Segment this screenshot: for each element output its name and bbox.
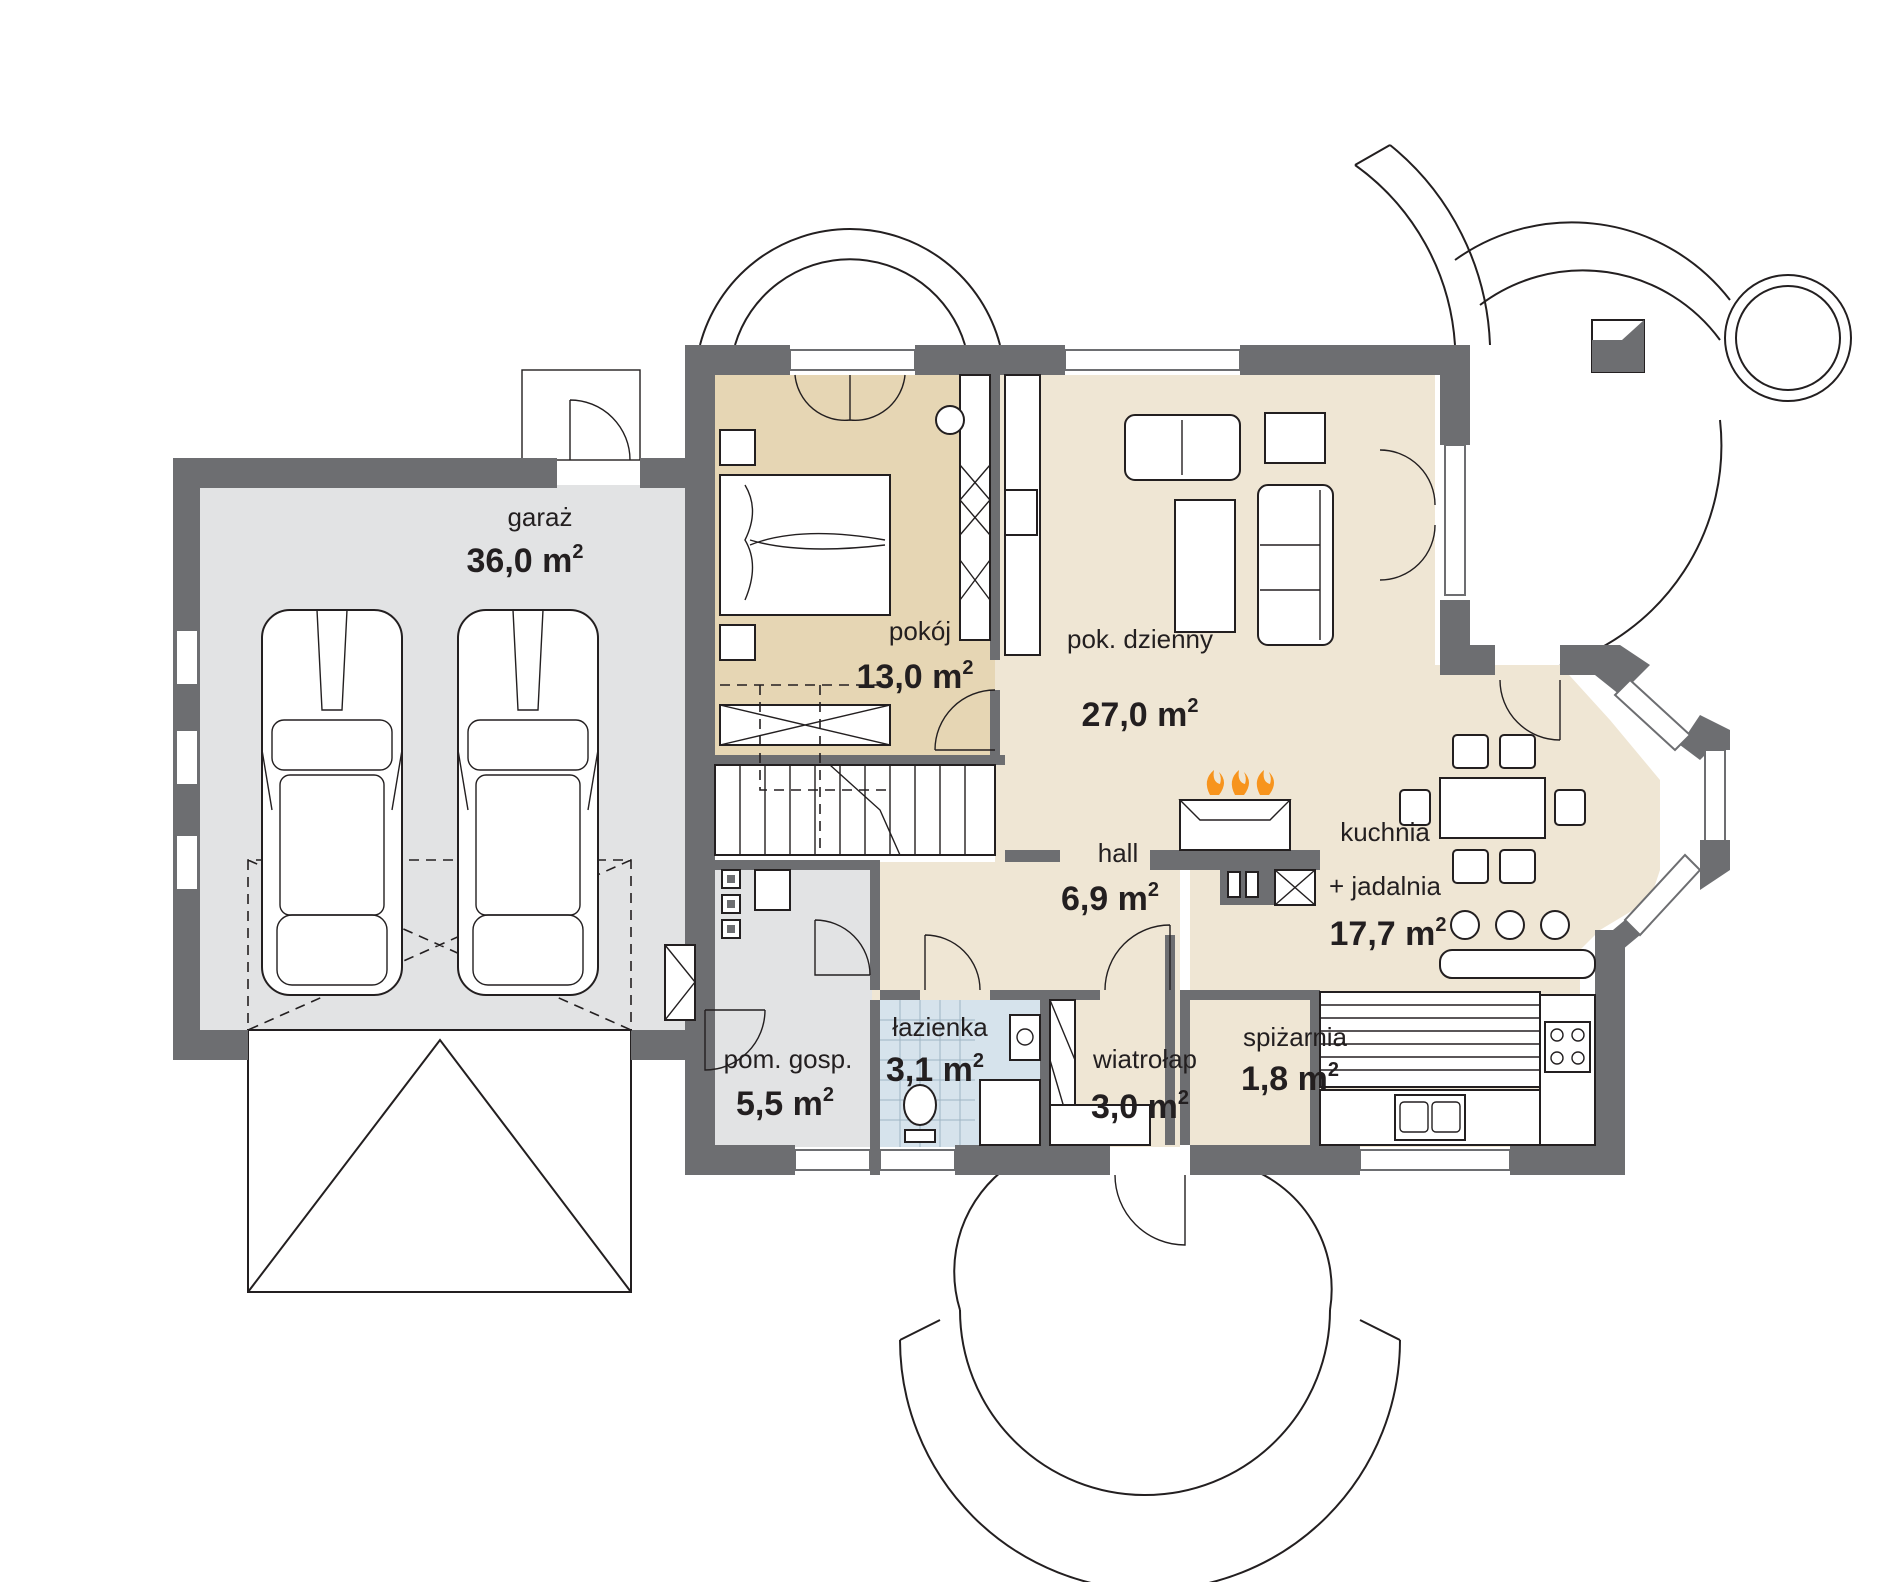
boiler	[721, 869, 791, 939]
carport-roof-lines	[247, 1038, 632, 1293]
room-labels: garaż 36,0 m2 pokój 13,0 m2 pok. dzienny…	[467, 502, 1447, 1126]
garden-terrace-arc-4	[1479, 269, 1721, 341]
room-area-hall: 6,9 m2	[1061, 879, 1159, 918]
front-terrace-inner-arc	[959, 1309, 1331, 1496]
door-swing-icon	[1104, 924, 1171, 991]
tv-cabinet	[1004, 374, 1041, 656]
room-name-wiatrolap: wiatrołap	[1092, 1044, 1197, 1074]
garden-terrace-arc-1	[1354, 164, 1456, 346]
coffee-table-icon	[1174, 499, 1236, 633]
walls	[173, 345, 1730, 1175]
room-area-garaz: 36,0 m2	[467, 541, 584, 580]
room-area-pokoj-dzienny: 27,0 m2	[1082, 695, 1199, 734]
door-swing-icon	[1379, 449, 1436, 581]
room-area-pokoj: 13,0 m2	[857, 657, 974, 696]
sofa-icon	[1257, 484, 1334, 646]
kitchen-counter	[1319, 910, 1596, 1146]
room-name-spizarnia: spiżarnia	[1243, 1022, 1348, 1052]
utility-cabinet	[664, 944, 696, 1021]
room-name-pom-gosp: pom. gosp.	[724, 1044, 853, 1074]
front-terrace-outer-arc	[899, 1339, 1401, 1582]
fireplace-icon	[1178, 770, 1316, 906]
door-swing-icon	[1499, 679, 1561, 741]
garden-round-element	[1724, 274, 1852, 402]
door-swing-icon	[569, 399, 631, 461]
toilet-icon	[903, 1084, 937, 1143]
stove-icon	[1544, 1021, 1591, 1073]
top-terrace-inner-arc	[734, 258, 966, 346]
room-name-pokoj-dzienny: pok. dzienny	[1067, 624, 1213, 654]
top-terrace-outer-arc	[699, 228, 1001, 346]
car-icon	[457, 609, 599, 996]
car-icon	[261, 609, 403, 996]
shower-icon	[979, 1079, 1041, 1146]
room-name-hall: hall	[1098, 838, 1138, 868]
room-name-kuchnia: kuchnia	[1340, 817, 1430, 847]
room-area-spizarnia: 1,8 m2	[1241, 1059, 1339, 1098]
sink-icon	[1394, 1094, 1466, 1141]
stairs-icon	[714, 684, 996, 856]
bed-icon	[719, 429, 891, 661]
door-swing-icon	[924, 934, 981, 991]
wardrobe-icon	[935, 374, 991, 641]
door-swing-icon	[794, 374, 906, 421]
room-name-jadalnia: + jadalnia	[1329, 871, 1442, 901]
side-porch	[521, 369, 641, 461]
room-name-pokoj: pokój	[889, 616, 951, 646]
room-area-pom-gosp: 5,5 m2	[736, 1084, 834, 1123]
dining-table-icon	[1439, 777, 1546, 839]
sink-icon	[1009, 1014, 1041, 1061]
garden-terrace-arc-2	[1389, 144, 1491, 346]
door-swing-icon	[814, 919, 871, 976]
carport-outline	[247, 1029, 632, 1293]
door-swing-icon	[704, 1009, 766, 1071]
pantry-shelves	[1049, 999, 1151, 1146]
door-swing-icon	[934, 689, 996, 751]
room-name-garaz: garaż	[507, 502, 572, 532]
room-area-kuchnia: 17,7 m2	[1330, 914, 1447, 953]
sofa-icon	[1124, 414, 1241, 481]
room-area-lazienka: 3,1 m2	[886, 1050, 984, 1089]
garden-terrace-arc-3	[1454, 221, 1731, 301]
room-name-lazienka: łazienka	[892, 1012, 988, 1042]
chair-icon	[1399, 734, 1586, 884]
hall-floor	[872, 862, 1180, 1147]
armchair-icon	[1264, 412, 1326, 464]
room-area-wiatrolap: 3,0 m2	[1091, 1087, 1189, 1126]
door-swing-icon	[1114, 1174, 1186, 1246]
